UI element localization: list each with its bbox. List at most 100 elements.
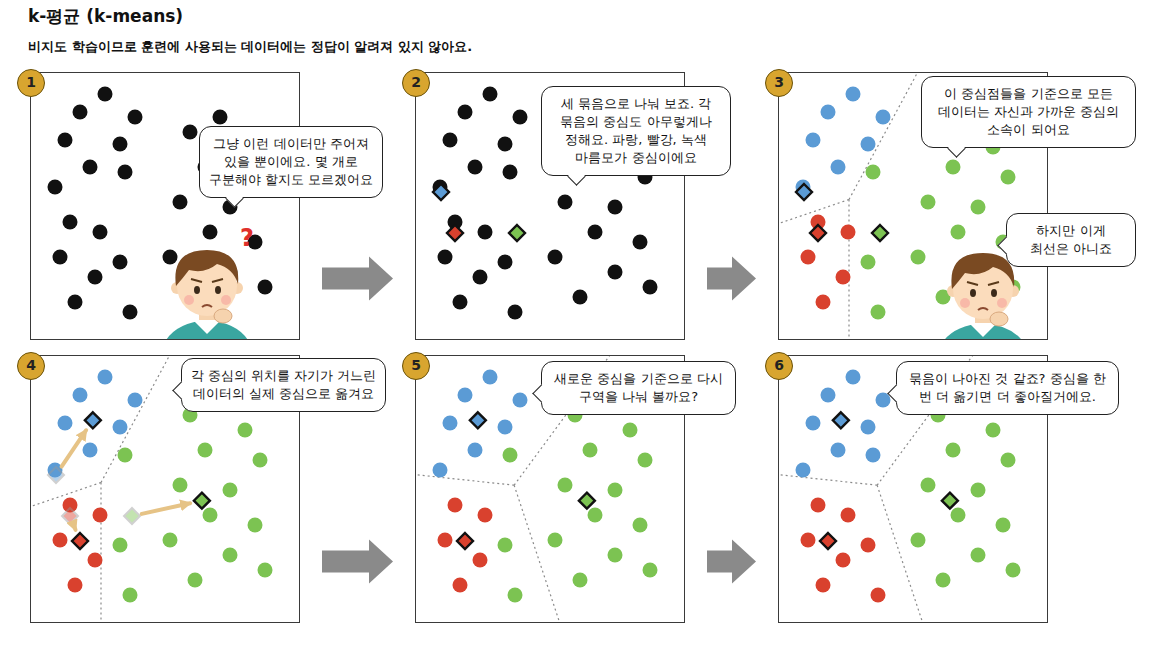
- comic-panel: 5새로운 중심을 기준으로 다시 구역을 나눠 볼까요?: [415, 355, 685, 623]
- data-point: [163, 250, 178, 265]
- data-point: [248, 518, 263, 533]
- bubble-text: 하지만 이게 최선은 아니죠: [1015, 222, 1127, 258]
- data-point: [558, 478, 573, 493]
- center-diamond: [796, 184, 812, 200]
- flow-arrow: [707, 256, 756, 300]
- data-point: [821, 388, 836, 403]
- data-point: [473, 270, 488, 285]
- old-center-diamond: [62, 508, 78, 524]
- data-point: [88, 270, 103, 285]
- data-point: [473, 553, 488, 568]
- speech-bubble: 이 중심점들을 기준으로 모든 데이터는 자신과 가까운 중심의 소속이 되어요: [921, 76, 1136, 148]
- data-point: [48, 180, 63, 195]
- step-number: 1: [17, 69, 45, 97]
- data-point: [806, 133, 821, 148]
- data-point: [861, 137, 876, 152]
- data-point: [113, 538, 128, 553]
- comic-panel: 2세 묶음으로 나눠 보죠. 각 묶음의 중심도 아무렇게나 정해요. 파랑, …: [415, 72, 685, 340]
- data-point: [608, 265, 623, 280]
- data-point: [63, 215, 78, 230]
- data-point: [73, 105, 88, 120]
- data-point: [936, 573, 951, 588]
- data-point: [558, 195, 573, 210]
- data-point: [503, 165, 518, 180]
- data-point: [123, 305, 138, 320]
- region-border: [0, 200, 849, 588]
- data-point: [841, 508, 856, 523]
- region-border: [849, 0, 1164, 200]
- speech-bubble: 세 묶음으로 나눠 보죠. 각 묶음의 중심도 아무렇게나 정해요. 파랑, 빨…: [541, 86, 731, 176]
- data-point: [478, 225, 493, 240]
- step-number: 6: [765, 352, 793, 380]
- data-point: [433, 463, 448, 478]
- bubble-text: 그냥 이런 데이터만 주어져 있을 뿐이에요. 몇 개로 구분해야 할지도 모르…: [208, 135, 374, 189]
- data-point: [951, 508, 966, 523]
- data-point: [128, 110, 143, 125]
- data-point: [801, 250, 816, 265]
- step-number: 4: [17, 352, 45, 380]
- speech-bubble: 새로운 중심을 기준으로 다시 구역을 나눠 볼까요?: [541, 361, 736, 415]
- center-diamond: [457, 533, 473, 549]
- center-diamond: [85, 412, 101, 428]
- flow-arrow: [707, 539, 756, 583]
- data-point: [1006, 563, 1021, 578]
- speech-bubble: 그냥 이런 데이터만 주어져 있을 뿐이에요. 몇 개로 구분해야 할지도 모르…: [199, 126, 383, 198]
- comic-panel: 3이 중심점들을 기준으로 모든 데이터는 자신과 가까운 중심의 소속이 되어…: [778, 72, 1048, 340]
- data-point: [163, 533, 178, 548]
- data-point: [861, 420, 876, 435]
- data-point: [508, 588, 523, 603]
- data-point: [58, 416, 73, 431]
- data-point: [836, 553, 851, 568]
- data-point: [573, 290, 588, 305]
- data-point: [866, 165, 881, 180]
- data-point: [258, 563, 273, 578]
- data-point: [608, 548, 623, 563]
- data-point: [806, 416, 821, 431]
- data-point: [483, 370, 498, 385]
- center-diamond: [579, 493, 595, 509]
- data-point: [608, 483, 623, 498]
- data-point: [443, 416, 458, 431]
- move-arrow: [74, 525, 76, 530]
- data-point: [93, 508, 108, 523]
- data-point: [453, 295, 468, 310]
- region-border: [877, 485, 1164, 651]
- data-point: [458, 105, 473, 120]
- data-point: [638, 453, 653, 468]
- center-diamond: [942, 493, 958, 509]
- region-border: [0, 358, 877, 485]
- speech-bubble: 하지만 이게 최선은 아니죠: [1006, 213, 1136, 267]
- boy-figure: [159, 250, 255, 364]
- region-border: [0, 483, 101, 651]
- bubble-text: 묶음이 나아진 것 같죠? 중심을 한 번 더 옮기면 더 좋아질거에요.: [905, 370, 1110, 406]
- data-point: [1001, 453, 1016, 468]
- data-point: [58, 133, 73, 148]
- data-point: [198, 443, 213, 458]
- data-point: [911, 533, 926, 548]
- data-point: [846, 87, 861, 102]
- comic-panel: 1그냥 이런 데이터만 주어져 있을 뿐이에요. 몇 개로 구분해야 할지도 모…: [30, 72, 300, 340]
- data-point: [118, 165, 133, 180]
- data-point: [73, 388, 88, 403]
- data-point: [508, 305, 523, 320]
- data-point: [188, 573, 203, 588]
- data-point: [98, 87, 113, 102]
- data-point: [588, 508, 603, 523]
- data-point: [123, 588, 138, 603]
- data-point: [173, 195, 188, 210]
- data-point: [253, 453, 268, 468]
- data-point: [453, 578, 468, 593]
- center-diamond: [433, 184, 449, 200]
- data-point: [468, 443, 483, 458]
- data-point: [831, 160, 846, 175]
- data-point: [128, 393, 143, 408]
- data-point: [213, 110, 228, 125]
- data-point: [811, 498, 826, 513]
- data-point: [458, 388, 473, 403]
- data-point: [841, 225, 856, 240]
- data-point: [821, 105, 836, 120]
- speech-bubble: 각 중심의 위치를 자기가 거느린 데이터의 실제 중심으로 옮겨요: [181, 358, 386, 412]
- center-diamond: [833, 412, 849, 428]
